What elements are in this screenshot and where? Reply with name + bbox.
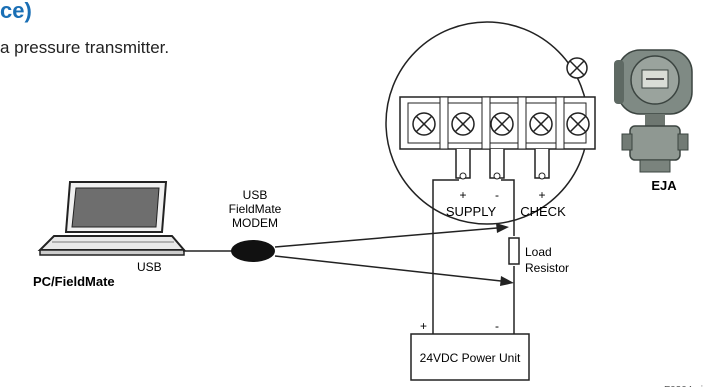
supply-minus-sign: - <box>495 188 499 202</box>
supply-wiring <box>432 179 515 320</box>
terminal-screw-5 <box>566 112 590 136</box>
usb-label: USB <box>137 260 162 274</box>
figure-id: F0304.ai <box>664 385 703 387</box>
power-plus-sign: + <box>420 319 427 333</box>
terminal-screw-3 <box>490 112 514 136</box>
intro-text: a pressure transmitter. <box>0 38 170 57</box>
cross-circle-icon <box>566 57 588 79</box>
modem-lead-supply-minus <box>274 223 509 248</box>
check-label: CHECK <box>520 204 566 219</box>
lug-check-plus <box>534 149 550 180</box>
load-label-line1: Load <box>525 245 552 259</box>
modem-label-line1: USB <box>243 188 268 202</box>
pressure-transmitter-icon <box>614 49 693 173</box>
transmitter-label: EJA <box>651 178 677 193</box>
modem-lead-load-bottom <box>274 255 514 286</box>
section-heading: ce) <box>0 0 32 23</box>
modem-icon <box>231 240 275 262</box>
terminal-screw-2 <box>451 112 475 136</box>
power-unit-label: 24VDC Power Unit <box>420 351 521 365</box>
lug-supply-minus <box>489 149 505 180</box>
modem-label-line2: FieldMate <box>229 202 282 216</box>
load-resistor <box>508 237 520 265</box>
laptop-icon <box>37 181 187 256</box>
pc-label: PC/FieldMate <box>33 274 115 289</box>
terminal-screw-1 <box>412 112 436 136</box>
supply-plus-sign: + <box>459 188 466 202</box>
power-unit-box <box>410 333 530 381</box>
terminal-screw-4 <box>529 112 553 136</box>
supply-label: SUPPLY <box>446 204 497 219</box>
lug-supply-plus <box>455 149 471 180</box>
modem-label-line3: MODEM <box>232 216 278 230</box>
check-plus-sign: + <box>538 188 545 202</box>
power-minus-sign: - <box>495 319 499 333</box>
load-label-line2: Resistor <box>525 261 569 275</box>
